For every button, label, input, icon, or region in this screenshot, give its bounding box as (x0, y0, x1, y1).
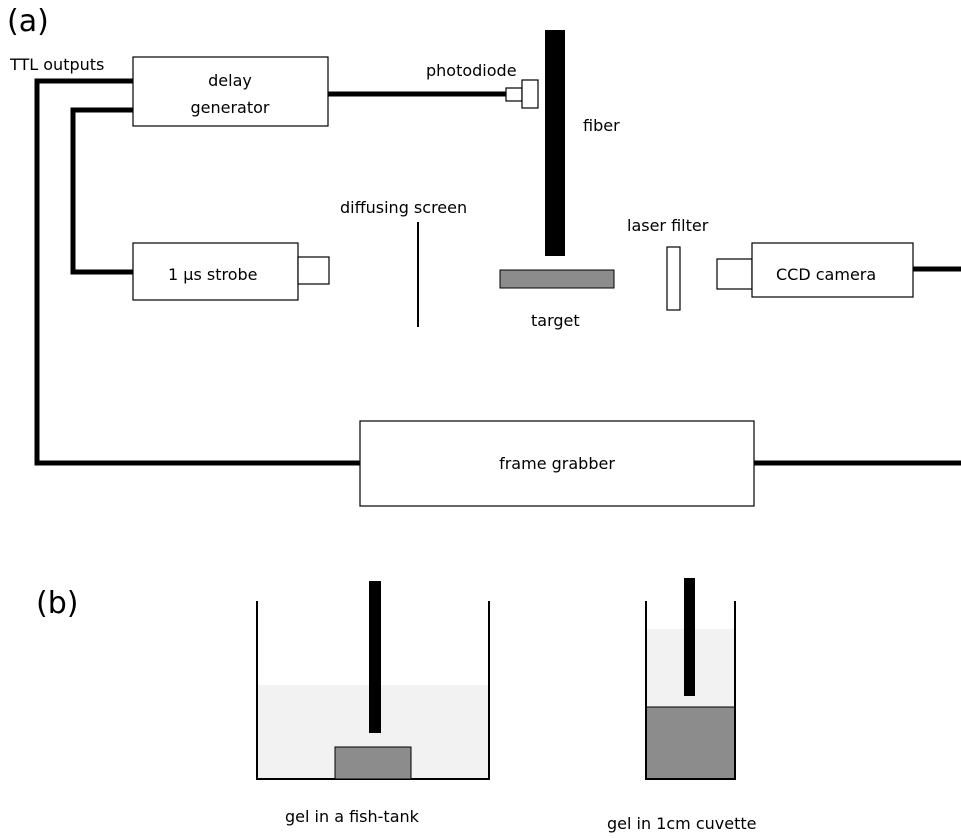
ttl-to-frame-grabber-cable (34, 78, 360, 466)
ccd-camera: CCD camera (716, 242, 914, 298)
delay-generator-label-line1: delay (208, 71, 252, 90)
fish-tank-target (334, 746, 412, 780)
ttl-outputs-label: TTL outputs (9, 55, 104, 74)
fish-tank-fiber (369, 581, 381, 733)
delay-generator: delay generator (132, 56, 329, 127)
strobe: 1 µs strobe (132, 242, 330, 301)
photodiode-body (521, 79, 539, 109)
ccd-camera-lens (716, 258, 753, 290)
panel-a-label: (a) (7, 4, 49, 39)
delay-generator-box (132, 56, 329, 127)
strobe-label: 1 µs strobe (168, 265, 258, 284)
frame-grabber: frame grabber (359, 420, 755, 507)
photodiode: photodiode (426, 61, 539, 109)
delay-to-strobe-cable (70, 107, 133, 275)
photodiode-lens (505, 87, 523, 102)
laser-filter (666, 246, 681, 311)
fish-tank-caption: gel in a fish-tank (285, 807, 420, 826)
delay-generator-label-line2: generator (190, 98, 269, 117)
laser-filter-label: laser filter (627, 216, 709, 235)
cuvette-walls (645, 601, 736, 780)
photodiode-label: photodiode (426, 61, 517, 80)
ccd-camera-body (751, 242, 914, 298)
panel-b-label: (b) (36, 586, 78, 621)
diffusing-screen-label: diffusing screen (340, 198, 467, 217)
target-label: target (531, 311, 580, 330)
strobe-lamp (297, 256, 330, 285)
cuvette-target (645, 706, 736, 780)
target (499, 269, 615, 289)
fish-tank-setup: gel in a fish-tank (256, 581, 490, 826)
fiber-label: fiber (583, 116, 620, 135)
cuvette-caption: gel in 1cm cuvette (607, 814, 757, 833)
cuvette-setup: gel in 1cm cuvette (607, 578, 757, 833)
frame-grabber-box (359, 420, 755, 507)
fiber (545, 30, 565, 256)
cuvette-fiber (684, 578, 695, 696)
frame-grabber-label: frame grabber (499, 454, 615, 473)
signal-cables (34, 78, 961, 466)
ccd-camera-label: CCD camera (776, 265, 876, 284)
